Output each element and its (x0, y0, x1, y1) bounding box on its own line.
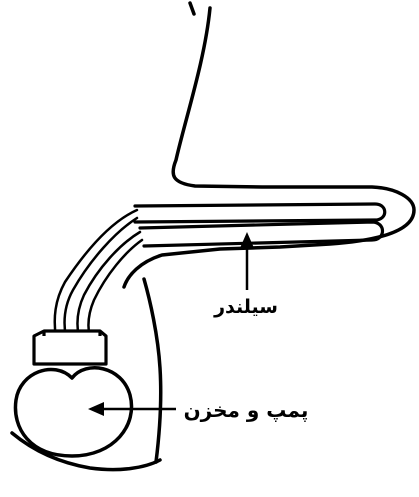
pump-reservoir-label: پمپ و مخزن (184, 398, 309, 423)
pump-block (34, 331, 106, 364)
reservoir (15, 368, 131, 456)
cylinder-label: سیلندر (213, 296, 278, 318)
cylinder-upper (135, 204, 385, 222)
cylinder-arrow-head (240, 232, 254, 248)
thigh-outline (144, 3, 194, 462)
